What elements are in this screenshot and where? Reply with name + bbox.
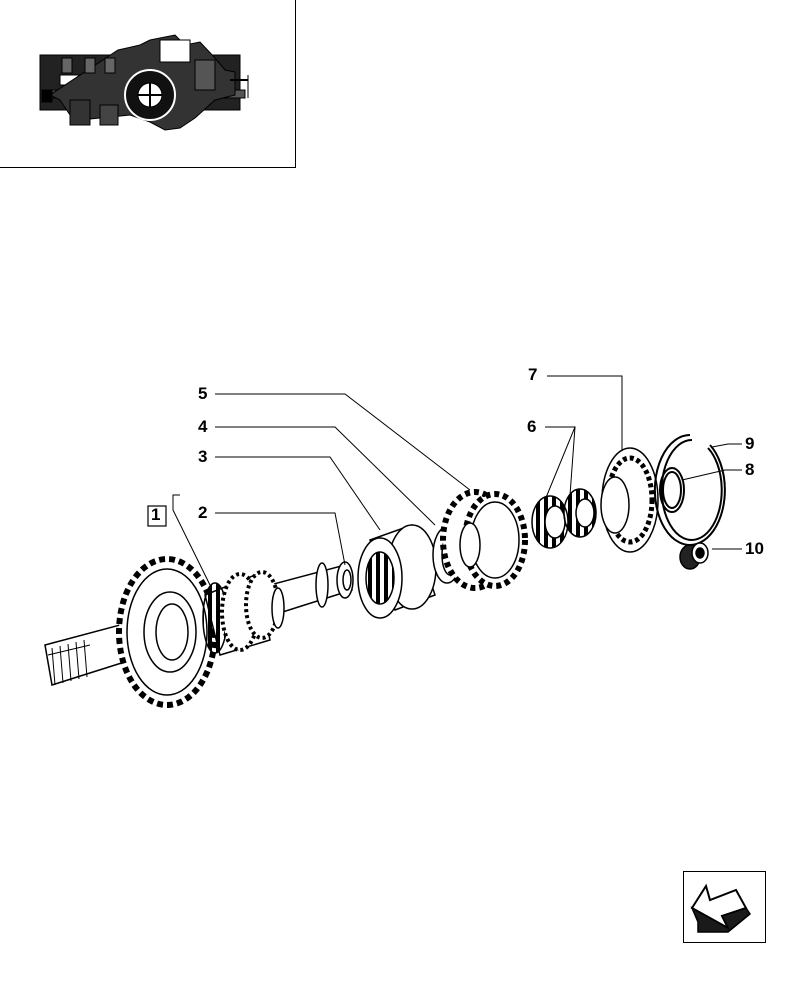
transmission-overview-thumbnail-icon: [39, 34, 249, 131]
leader-lines: [172, 375, 742, 586]
large-spur-gear: [116, 556, 218, 708]
callout-8: 8: [745, 460, 755, 479]
roller-bearing: [600, 447, 659, 553]
callout-6: 6: [527, 417, 537, 436]
callout-9: 9: [745, 434, 755, 453]
next-page-button[interactable]: [683, 871, 766, 943]
spur-gear-5: [440, 489, 528, 591]
callout-box-1: [147, 505, 167, 527]
next-page-arrow-icon: [690, 883, 752, 933]
callout-3: 3: [198, 447, 208, 466]
callout-5: 5: [198, 384, 208, 403]
callout-2: 2: [198, 503, 208, 522]
callout-4: 4: [198, 417, 208, 436]
synchro-hub: [357, 524, 437, 619]
callout-10: 10: [745, 539, 764, 558]
spacer-ring: [336, 561, 354, 599]
callout-1: 1: [151, 505, 161, 524]
double-gear-cluster: [202, 570, 285, 656]
plug: [679, 542, 709, 570]
overview-thumbnail-frame: [0, 0, 296, 168]
callout-7: 7: [528, 365, 538, 384]
snap-ring: [653, 433, 726, 546]
needle-bearing-pair: [531, 488, 597, 549]
circlip-ring: [659, 467, 685, 513]
